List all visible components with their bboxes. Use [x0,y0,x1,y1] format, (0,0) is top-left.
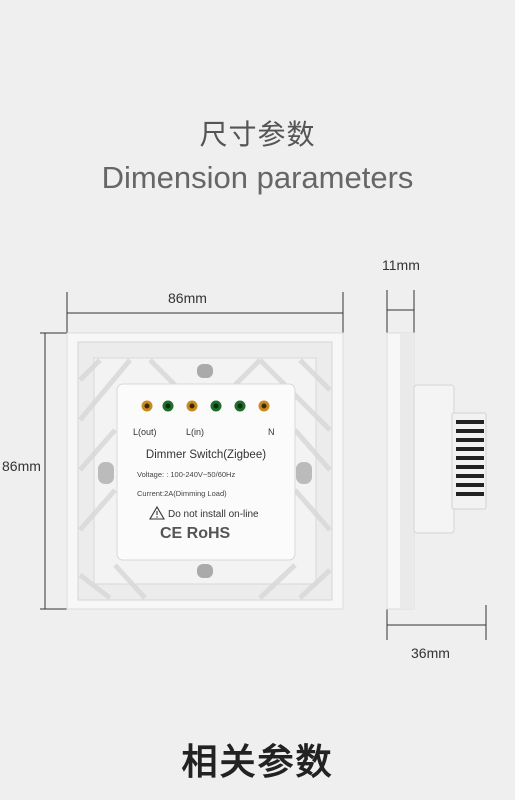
warning-text: Do not install on-line [168,509,259,520]
module-label: L(out) L(in) N Dimmer Switch(Zigbee) Vol… [116,383,296,561]
title-chinese: 尺寸参数 [199,118,316,151]
related-parameters-heading: 相关参数 [181,742,334,783]
thickness-dimension-label: 11mm [382,257,420,273]
width-dimension-label: 86mm [168,290,207,306]
terminal-label-l-in: L(in) [186,427,204,437]
height-dimension-label: 86mm [2,458,41,474]
height-dimension-line [40,332,68,610]
depth-dimension-line [386,605,487,640]
warning-icon [149,505,165,520]
certification-marks: CE RoHS [160,525,231,542]
thickness-dimension-line [386,290,415,336]
title-english: Dimension parameters [101,160,414,195]
terminal-label-n: N [268,427,275,437]
depth-dimension-label: 36mm [411,645,450,661]
voltage-spec: Voltage: : 100-240V~50/60Hz [137,470,235,479]
current-spec: Current:2A(Dimming Load) [137,489,227,498]
product-name: Dimmer Switch(Zigbee) [146,449,266,461]
width-dimension-line [66,292,344,334]
switch-side-view [386,332,487,610]
terminal-label-l-out: L(out) [133,427,157,437]
